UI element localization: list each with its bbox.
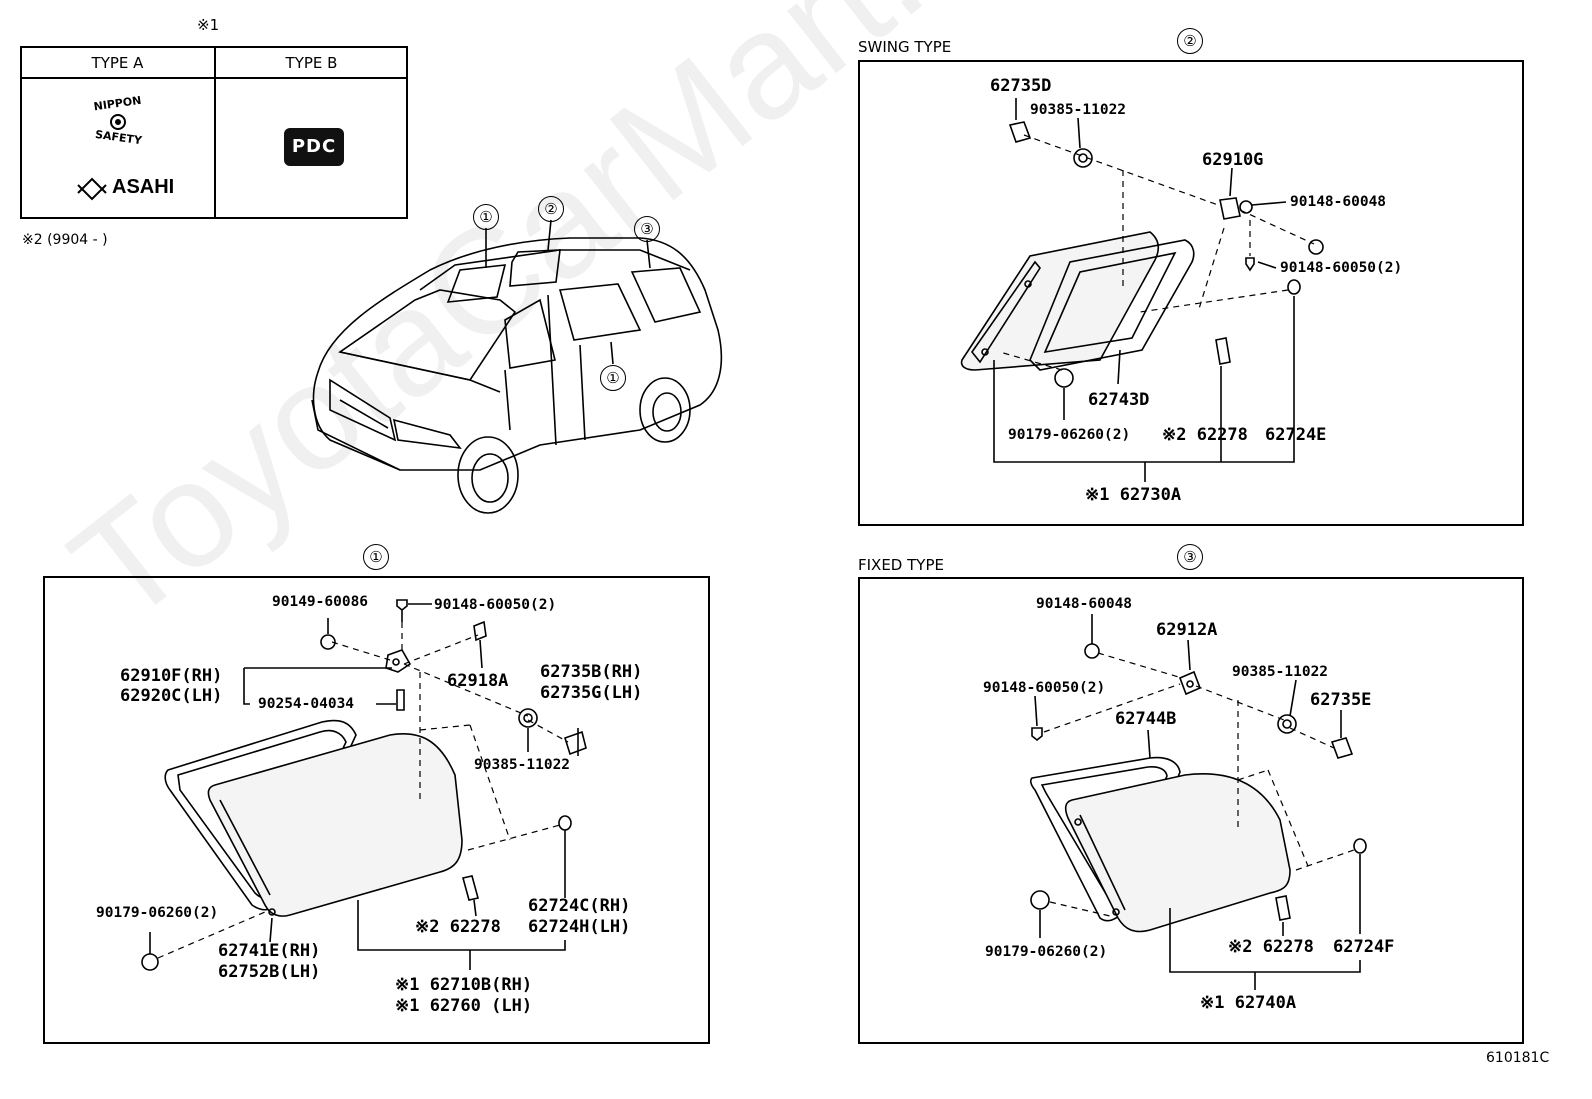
- label-90179-06260-s3: 90179-06260(2): [985, 944, 1108, 960]
- section-3-frame: [858, 577, 1524, 1044]
- label-90254-04034: 90254-04034: [258, 696, 355, 712]
- callout-3: ③: [634, 216, 660, 242]
- label-62920C-LH: 62920C(LH): [120, 686, 223, 706]
- label-90385-11022-s3: 90385-11022: [1232, 664, 1329, 680]
- asahi-logo: ASAHI: [112, 176, 175, 198]
- label-90385-11022-s2: 90385-11022: [1030, 102, 1127, 118]
- callout-1-upper: ①: [473, 204, 499, 230]
- label-90149-60086: 90149-60086: [272, 594, 369, 610]
- note-2: ※2 (9904 - ): [22, 232, 108, 248]
- label-62912A: 62912A: [1156, 620, 1218, 640]
- label-90148-60050-s2: 90148-60050(2): [1280, 260, 1403, 276]
- legend-header-divider: [22, 77, 406, 79]
- legend-divider: [214, 48, 216, 217]
- label-62278-s3: ※2 62278: [1228, 937, 1314, 957]
- label-62724C-RH: 62724C(RH): [528, 896, 631, 916]
- label-62910F-RH: 62910F(RH): [120, 666, 223, 686]
- label-90179-06260-s1: 90179-06260(2): [96, 905, 219, 921]
- label-90148-60048-s2: 90148-60048: [1290, 194, 1387, 210]
- label-62735B-RH: 62735B(RH): [540, 662, 643, 682]
- section-2-marker: ②: [1177, 28, 1203, 54]
- section-2-title: SWING TYPE: [858, 38, 952, 56]
- label-90148-60048-s3: 90148-60048: [1036, 596, 1133, 612]
- label-62918A: 62918A: [447, 671, 509, 691]
- label-90385-11022-s1: 90385-11022: [474, 757, 571, 773]
- label-62724H-LH: 62724H(LH): [528, 917, 631, 937]
- nippon-safety-logo: NIPPON SAFETY: [77, 94, 144, 201]
- label-62740A: ※1 62740A: [1200, 993, 1297, 1013]
- label-62735D: 62735D: [990, 76, 1052, 96]
- section-1-frame: [43, 576, 710, 1044]
- label-62735G-LH: 62735G(LH): [540, 683, 643, 703]
- callout-1-lower: ①: [600, 365, 626, 391]
- label-90148-60050-s1: 90148-60050(2): [434, 597, 557, 613]
- label-62735E: 62735E: [1310, 690, 1372, 710]
- legend-ref-mark: ※1: [197, 16, 220, 34]
- label-62730A: ※1 62730A: [1085, 485, 1182, 505]
- diagram-code: 610181C: [1486, 1050, 1550, 1066]
- label-62752B-LH: 62752B(LH): [218, 962, 321, 982]
- label-62741E-RH: 62741E(RH): [218, 941, 321, 961]
- type-a-header: TYPE A: [91, 54, 144, 72]
- label-62744B: 62744B: [1115, 709, 1177, 729]
- label-62710B-RH: ※1 62710B(RH): [395, 975, 533, 995]
- label-62910G: 62910G: [1202, 150, 1264, 170]
- label-62724F: 62724F: [1333, 937, 1395, 957]
- section-3-marker: ③: [1177, 544, 1203, 570]
- section-1-marker: ①: [363, 544, 389, 570]
- label-62760-LH: ※1 62760 (LH): [395, 996, 533, 1016]
- label-62724E: 62724E: [1265, 425, 1327, 445]
- glass-maker-legend-table: TYPE A TYPE B NIPPON SAFETY ASAHI PDC: [20, 46, 408, 219]
- callout-2: ②: [538, 196, 564, 222]
- section-2-frame: [858, 60, 1524, 526]
- label-90148-60050-s3: 90148-60050(2): [983, 680, 1106, 696]
- section-3-title: FIXED TYPE: [858, 556, 944, 574]
- label-62278-s2: ※2 62278: [1162, 425, 1248, 445]
- label-62278-s1: ※2 62278: [415, 917, 501, 937]
- pdc-logo: PDC: [284, 128, 344, 166]
- label-90179-06260-s2: 90179-06260(2): [1008, 427, 1131, 443]
- type-b-header: TYPE B: [285, 54, 338, 72]
- label-62743D: 62743D: [1088, 390, 1150, 410]
